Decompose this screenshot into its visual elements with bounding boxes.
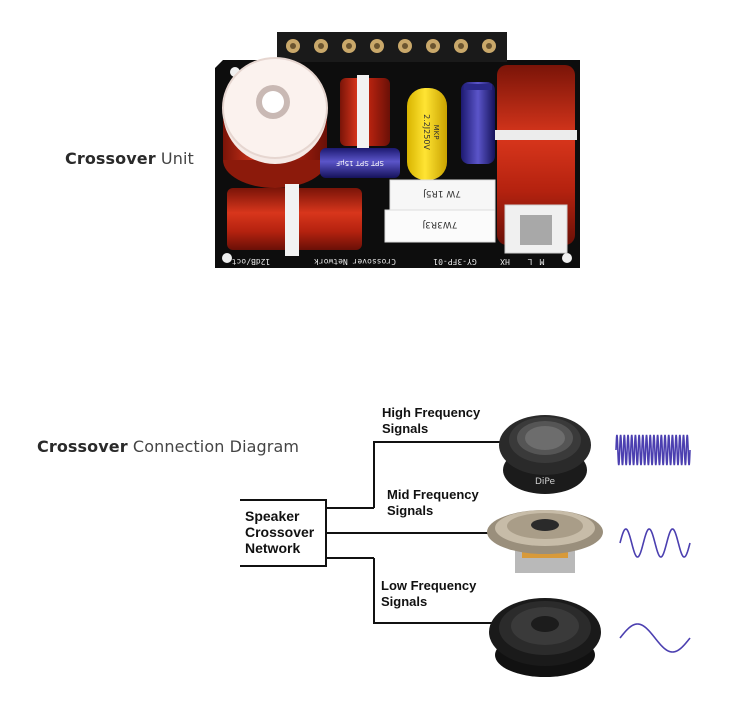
lower-horizontal-inductor xyxy=(227,184,362,256)
film-cap-label-2: MKP xyxy=(432,125,440,140)
network-line-1: Speaker xyxy=(245,508,300,524)
silkscreen-text: 12dB/oct Crossover Network GY-3FP-01 HX … xyxy=(232,257,545,266)
mount-hole xyxy=(222,253,232,263)
crossover-unit-caption: Crossover Unit xyxy=(65,149,194,168)
mid-freq-wave xyxy=(619,528,691,558)
silk-m: M xyxy=(539,257,544,266)
purple-vertical-capacitor xyxy=(461,82,495,164)
network-line-2: Crossover xyxy=(245,524,315,540)
silk-l: L xyxy=(527,257,532,266)
mid-frequency-line-1: Mid Frequency xyxy=(387,487,479,502)
speaker-crossover-network-box: Speaker Crossover Network xyxy=(240,500,326,566)
terminal-screws xyxy=(286,39,496,53)
silk-hx: HX xyxy=(500,257,510,266)
resistor-label-2: 7W3R3J xyxy=(423,219,458,229)
electrolytic-capacitor: SPT SPT 15μF xyxy=(320,148,400,178)
resistor-label-1: 7W 1R5J xyxy=(423,188,461,198)
waveforms xyxy=(615,434,691,653)
upper-small-inductor xyxy=(340,75,390,149)
crossover-board-svg: SPT SPT 15μF 2.2J250V MKP 7W 1R5 xyxy=(215,32,580,268)
round-inductor xyxy=(222,57,328,188)
silk-title: Crossover Network xyxy=(314,257,396,266)
film-cap-label: 2.2J250V xyxy=(422,114,431,150)
low-freq-wave xyxy=(619,623,691,653)
caption-rest: Connection Diagram xyxy=(127,437,300,456)
network-line-3: Network xyxy=(245,540,301,556)
high-frequency-label: High Frequency Signals xyxy=(382,405,480,437)
caption-bold-word: Crossover xyxy=(65,149,156,168)
wire-high-riser xyxy=(373,441,500,508)
high-freq-wave xyxy=(615,434,691,466)
vertical-air-inductor xyxy=(495,65,577,254)
mid-frequency-line-2: Signals xyxy=(387,503,434,518)
crossover-board-image: SPT SPT 15μF 2.2J250V MKP 7W 1R5 xyxy=(205,20,590,275)
caption-rest: Unit xyxy=(155,149,194,168)
low-frequency-line-1: Low Frequency xyxy=(381,578,477,593)
midrange-speaker xyxy=(487,510,603,573)
mount-hole xyxy=(562,253,572,263)
wire-low-drop xyxy=(373,558,500,624)
high-frequency-line-2: Signals xyxy=(382,421,429,436)
high-frequency-line-1: High Frequency xyxy=(382,405,481,420)
tweeter-brand: DiPe xyxy=(535,477,556,487)
connection-lines xyxy=(240,441,500,624)
silk-slope: 12dB/oct xyxy=(232,257,271,266)
electrolytic-label: SPT SPT 15μF xyxy=(336,159,384,167)
ceramic-resistors: 7W 1R5J 7W3R3J xyxy=(384,179,496,243)
caption-bold-word: Crossover xyxy=(37,437,128,456)
low-frequency-line-2: Signals xyxy=(381,594,428,609)
yellow-film-capacitor: 2.2J250V MKP xyxy=(407,88,447,180)
woofer-speaker xyxy=(489,598,601,677)
silk-model: GY-3FP-01 xyxy=(433,257,477,266)
low-frequency-label: Low Frequency Signals xyxy=(381,578,476,610)
tweeter-speaker: DiPe xyxy=(499,415,591,494)
connection-diagram-caption: Crossover Connection Diagram xyxy=(37,437,299,456)
mid-frequency-label: Mid Frequency Signals xyxy=(387,487,479,519)
